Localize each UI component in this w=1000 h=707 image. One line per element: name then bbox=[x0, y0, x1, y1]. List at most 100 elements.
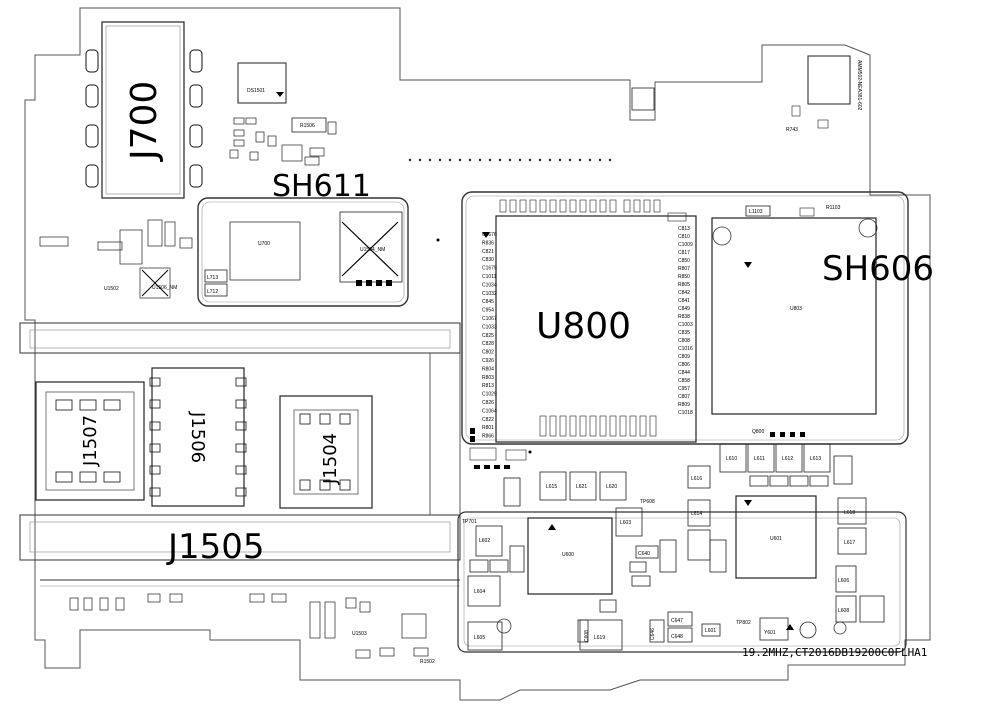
board-holes bbox=[496, 218, 878, 635]
component-ref: C1067 bbox=[482, 316, 497, 322]
svg-text:L618: L618 bbox=[844, 510, 855, 516]
y601-label: Y601 bbox=[764, 630, 776, 636]
component-ref: R809 bbox=[678, 402, 690, 408]
svg-text:L601: L601 bbox=[705, 628, 716, 634]
ds1101-part bbox=[631, 87, 655, 111]
u1506-nm-label: U1506_NM bbox=[152, 285, 177, 291]
u1503-label: U1503 bbox=[352, 631, 367, 637]
r743-label: R743 bbox=[786, 127, 798, 133]
component-ref: R805 bbox=[678, 282, 690, 288]
svg-text:C648: C648 bbox=[671, 634, 683, 640]
j700-connector: J700 bbox=[85, 21, 203, 199]
crystal-note: 19.2MHZ,CT2016DB19200C0FLHA1 bbox=[742, 646, 927, 659]
tp608-label: TP608 bbox=[640, 499, 655, 505]
j1506-connector: J1506 bbox=[149, 367, 247, 507]
component-ref: C858 bbox=[678, 378, 690, 384]
j1506-label: J1506 bbox=[187, 411, 208, 463]
u601-label: U601 bbox=[770, 536, 782, 542]
component-ref: C808 bbox=[678, 338, 690, 344]
component-ref: R836 bbox=[482, 240, 494, 246]
u600-label: U600 bbox=[562, 552, 574, 558]
j1505-label: J1505 bbox=[166, 527, 265, 567]
component-ref: C926 bbox=[482, 358, 494, 364]
svg-text:L604: L604 bbox=[474, 589, 485, 595]
sh606-shield: SH606 bbox=[461, 191, 934, 445]
board-outline bbox=[24, 7, 931, 701]
r1506-label: R1506 bbox=[300, 123, 315, 129]
u803-chip: U803 L1103 R1103 bbox=[711, 205, 877, 415]
component-ref: C802 bbox=[482, 350, 494, 356]
tp802-label: TP802 bbox=[736, 620, 751, 626]
svg-text:L617: L617 bbox=[844, 540, 855, 546]
component-ref: C957 bbox=[678, 386, 690, 392]
component-ref: C826 bbox=[482, 400, 494, 406]
component-ref: R804 bbox=[482, 366, 494, 372]
q800-label: Q800 bbox=[752, 429, 764, 435]
inductor-row bbox=[687, 443, 885, 623]
component-ref: C807 bbox=[678, 394, 690, 400]
svg-text:L603: L603 bbox=[620, 520, 631, 526]
pmic-shield bbox=[457, 511, 907, 653]
ds1501-area: DS1501 R1506 bbox=[237, 62, 327, 133]
component-ref: C1003 bbox=[678, 322, 693, 328]
j1507-label: J1507 bbox=[80, 415, 101, 467]
svg-text:L606: L606 bbox=[838, 578, 849, 584]
svg-text:L613: L613 bbox=[810, 456, 821, 462]
component-ref: C806 bbox=[678, 362, 690, 368]
svg-text:L605: L605 bbox=[474, 635, 485, 641]
component-ref: C821 bbox=[482, 249, 494, 255]
pmic-labels: L604 L605 L602 L619 C640 C647 C648 C646 … bbox=[474, 484, 716, 642]
component-ref: C1029 bbox=[482, 392, 497, 398]
top-via-row bbox=[408, 158, 612, 162]
u601-chip: U601 bbox=[735, 495, 817, 579]
svg-text:L712: L712 bbox=[207, 289, 218, 295]
component-ref: C1064 bbox=[482, 408, 497, 414]
component-ref: C810 bbox=[678, 234, 690, 240]
component-ref: C1676 bbox=[482, 232, 497, 238]
component-ref: C1675 bbox=[482, 266, 497, 272]
u1502-label: U1502 bbox=[104, 286, 119, 292]
j1504-connector: J1504 bbox=[279, 395, 373, 509]
component-ref: R850 bbox=[678, 274, 690, 280]
u1504-nm-label: U1504_NM bbox=[360, 247, 385, 253]
component-ref: C1034 bbox=[482, 282, 497, 288]
component-ref: C1016 bbox=[678, 346, 693, 352]
sh611-label: SH611 bbox=[272, 169, 371, 204]
component-ref: R838 bbox=[678, 314, 690, 320]
component-ref: C845 bbox=[482, 299, 494, 305]
component-ref: C844 bbox=[678, 370, 690, 376]
svg-text:L615: L615 bbox=[546, 484, 557, 490]
svg-text:L713: L713 bbox=[207, 275, 218, 281]
component-ref: C828 bbox=[482, 341, 494, 347]
sh611-shield: SH611 U700 L713 L712 U1504_NM bbox=[197, 169, 409, 307]
component-ref: C809 bbox=[678, 354, 690, 360]
svg-text:L608: L608 bbox=[838, 608, 849, 614]
svg-text:L611: L611 bbox=[754, 456, 765, 462]
left-upper-components bbox=[39, 219, 193, 299]
r1103-label: R1103 bbox=[826, 205, 841, 211]
svg-text:L612: L612 bbox=[782, 456, 793, 462]
component-ref: C849 bbox=[678, 306, 690, 312]
j1504-label: J1504 bbox=[320, 433, 341, 485]
board-via-dots bbox=[436, 238, 532, 454]
tp701-label: TP701 bbox=[462, 519, 477, 525]
component-ref: C842 bbox=[678, 290, 690, 296]
svg-text:L614: L614 bbox=[691, 511, 702, 517]
u800-top-components bbox=[499, 199, 687, 222]
u803-label: U803 bbox=[790, 306, 802, 312]
top-small-components bbox=[229, 117, 337, 166]
svg-text:L621: L621 bbox=[576, 484, 587, 490]
component-ref: C835 bbox=[678, 330, 690, 336]
bottom-left-components bbox=[69, 593, 429, 659]
component-ref: R813 bbox=[482, 383, 494, 389]
u600-chip: U600 bbox=[527, 517, 613, 595]
svg-text:L602: L602 bbox=[479, 538, 490, 544]
sim-tray-area bbox=[19, 322, 461, 587]
component-ref: C1032 bbox=[482, 291, 497, 297]
component-ref: C817 bbox=[678, 250, 690, 256]
r1502-label: R1502 bbox=[420, 659, 435, 665]
component-ref: C1018 bbox=[678, 410, 693, 416]
u800-label: U800 bbox=[536, 306, 631, 347]
